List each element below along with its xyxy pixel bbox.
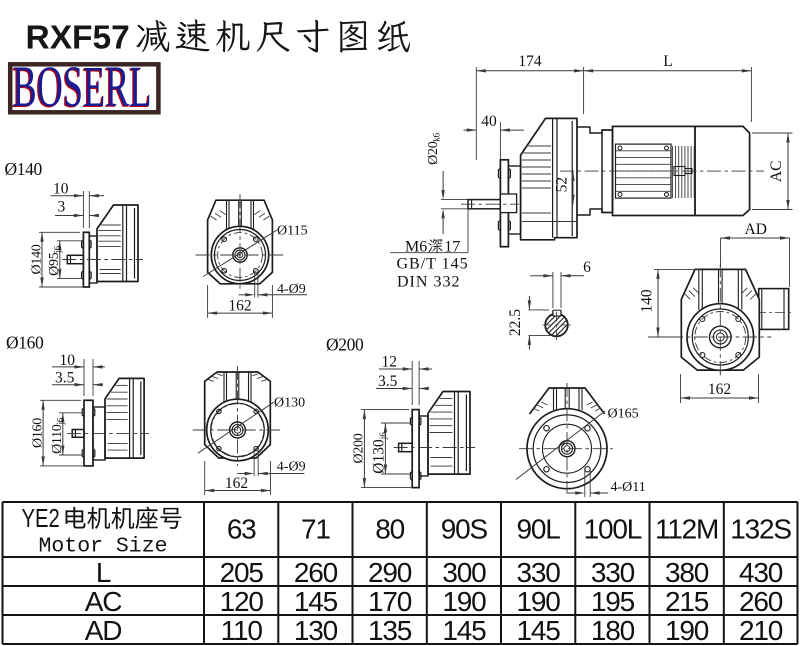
svg-text:135: 135 [368, 615, 412, 646]
svg-text:145: 145 [294, 586, 338, 617]
svg-text:3: 3 [58, 199, 66, 216]
svg-text:112M: 112M [655, 514, 718, 545]
svg-text:71: 71 [301, 514, 330, 545]
svg-text:L: L [96, 557, 111, 588]
svg-text:AC: AC [768, 161, 785, 183]
svg-text:110: 110 [221, 615, 263, 646]
svg-text:260: 260 [739, 586, 783, 617]
svg-text:145: 145 [517, 615, 561, 646]
svg-text:BOSERL: BOSERL [11, 56, 150, 120]
svg-text:162: 162 [225, 475, 248, 492]
svg-text:Ø140: Ø140 [30, 244, 45, 274]
svg-text:430: 430 [739, 557, 783, 588]
svg-text:195: 195 [591, 586, 635, 617]
svg-text:22.5: 22.5 [507, 309, 524, 336]
svg-text:190: 190 [442, 586, 486, 617]
svg-text:3.5: 3.5 [55, 370, 75, 387]
svg-text:10: 10 [60, 352, 76, 369]
svg-text:4-Ø11: 4-Ø11 [611, 480, 646, 495]
svg-text:Ø140: Ø140 [5, 159, 43, 179]
svg-text:12: 12 [382, 354, 398, 371]
svg-text:330: 330 [591, 557, 635, 588]
svg-text:330: 330 [517, 557, 561, 588]
svg-text:162: 162 [228, 297, 251, 314]
svg-text:Motor Size: Motor Size [38, 535, 167, 559]
svg-text:10: 10 [53, 181, 69, 198]
svg-text:170: 170 [368, 586, 412, 617]
svg-text:180: 180 [591, 615, 635, 646]
svg-text:260: 260 [294, 557, 338, 588]
svg-text:Ø165: Ø165 [608, 407, 639, 422]
svg-text:4-Ø9: 4-Ø9 [277, 459, 306, 474]
svg-text:BOSERL: BOSERL [13, 56, 152, 120]
svg-text:17: 17 [444, 239, 460, 256]
svg-text:4-Ø9: 4-Ø9 [277, 282, 306, 297]
svg-text:210: 210 [739, 615, 783, 646]
svg-text:Ø160: Ø160 [6, 333, 44, 353]
svg-text:52: 52 [554, 177, 571, 193]
svg-text:63: 63 [227, 514, 256, 545]
svg-text:6: 6 [583, 259, 591, 276]
svg-text:130: 130 [294, 615, 338, 646]
svg-text:Ø115: Ø115 [277, 224, 308, 239]
svg-text:Ø95j6: Ø95j6 [47, 245, 63, 275]
svg-text:AD: AD [85, 615, 122, 646]
svg-text:Ø200: Ø200 [326, 335, 364, 355]
svg-text:DIN 332: DIN 332 [397, 274, 460, 291]
svg-text:Ø130j6: Ø130j6 [371, 432, 389, 474]
svg-text:GB/T 145: GB/T 145 [397, 256, 469, 273]
svg-text:190: 190 [517, 586, 561, 617]
svg-text:162: 162 [708, 381, 731, 398]
svg-text:AC: AC [85, 586, 122, 617]
svg-text:M6: M6 [405, 239, 427, 256]
svg-text:140: 140 [639, 289, 656, 313]
svg-text:3.5: 3.5 [378, 373, 398, 390]
svg-text:L: L [663, 53, 672, 70]
svg-text:Ø130: Ø130 [274, 396, 305, 411]
svg-text:145: 145 [442, 615, 486, 646]
svg-text:190: 190 [665, 615, 709, 646]
svg-text:90L: 90L [517, 514, 561, 545]
svg-text:120: 120 [220, 586, 264, 617]
svg-text:100L: 100L [584, 514, 642, 545]
svg-text:215: 215 [665, 586, 709, 617]
svg-text:Ø110j6: Ø110j6 [50, 417, 66, 454]
svg-text:132S: 132S [730, 514, 791, 545]
svg-text:40: 40 [481, 113, 497, 130]
svg-text:RXF57: RXF57 [26, 20, 130, 57]
svg-text:Ø200: Ø200 [352, 433, 367, 463]
svg-text:300: 300 [442, 557, 486, 588]
svg-text:Ø160: Ø160 [31, 418, 46, 448]
svg-text:290: 290 [368, 557, 412, 588]
svg-text:YE2: YE2 [22, 504, 60, 533]
svg-text:174: 174 [518, 53, 542, 70]
svg-text:AD: AD [745, 221, 767, 238]
svg-text:80: 80 [375, 514, 404, 545]
svg-text:380: 380 [665, 557, 709, 588]
svg-text:205: 205 [220, 557, 264, 588]
svg-text:90S: 90S [441, 514, 488, 545]
